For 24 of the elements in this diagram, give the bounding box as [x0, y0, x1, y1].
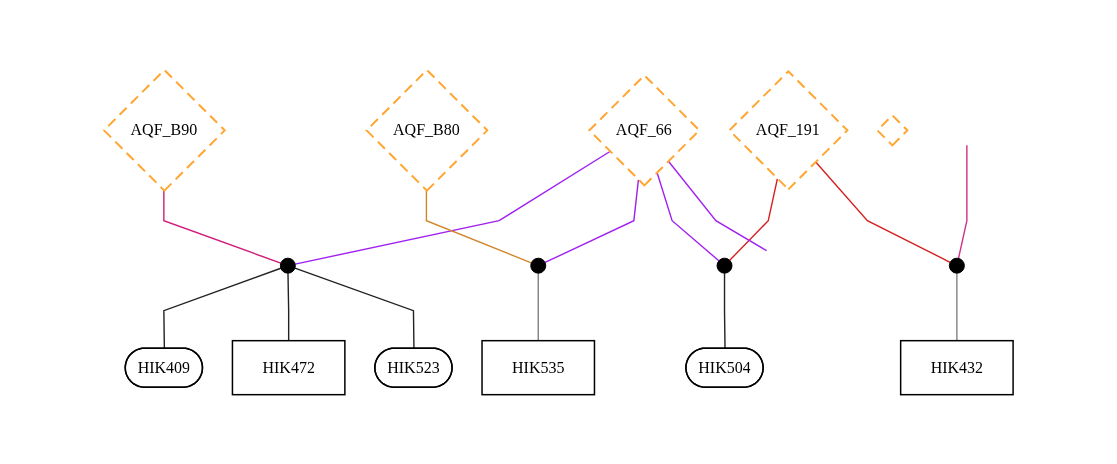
connector — [537, 272, 539, 342]
node-circle — [716, 257, 733, 274]
connector — [957, 144, 968, 259]
node-box: HIK432 — [899, 339, 1014, 396]
node-diamond: AQF_B80 — [365, 68, 489, 192]
connector — [544, 178, 640, 263]
connector — [729, 177, 778, 261]
connector — [667, 159, 768, 252]
connector — [425, 189, 532, 264]
connector — [287, 272, 290, 342]
node-box: HIK535 — [481, 339, 596, 396]
node-diamond: AQF_66 — [587, 73, 701, 187]
node-diamond: AQF_B90 — [102, 68, 227, 192]
connector — [294, 150, 611, 265]
node-circle — [948, 257, 965, 274]
node-diamond — [875, 113, 909, 147]
node-diamond: AQF_191 — [727, 69, 849, 191]
connector — [956, 272, 958, 342]
connector — [163, 189, 282, 264]
node-box: HIK472 — [231, 339, 346, 396]
node-circle — [530, 257, 547, 274]
connector — [814, 160, 951, 263]
node-circle — [279, 257, 296, 274]
connector — [656, 171, 720, 262]
